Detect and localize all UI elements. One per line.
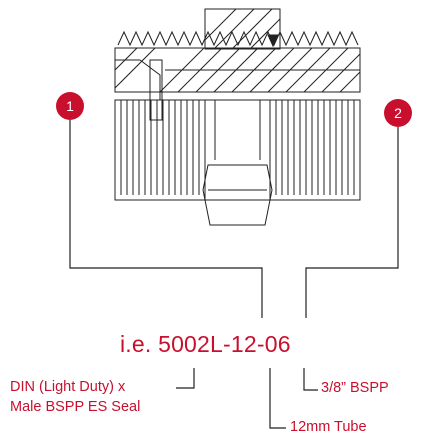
badge-2-number: 2 <box>394 105 402 121</box>
bottom-hex <box>202 164 273 226</box>
badge-1-circle <box>56 92 84 120</box>
badge-2[interactable] <box>384 99 412 127</box>
callout-tube-size: 12mm Tube <box>290 419 367 435</box>
leader-badge-1 <box>69 120 263 318</box>
top-thread-profile <box>117 30 359 47</box>
part-number-label: i.e. 5002L-12-06 <box>120 331 291 357</box>
callout-bspp-size: 3/8” BSPP <box>321 380 389 396</box>
leader-bottom-callout <box>269 368 286 429</box>
badge-2-circle <box>384 99 412 127</box>
top-boss <box>204 8 281 50</box>
badge-1[interactable] <box>56 92 84 120</box>
leader-lines <box>69 120 399 429</box>
center-spigot <box>204 99 271 201</box>
leader-badge-2 <box>305 127 399 318</box>
lower-body <box>114 99 361 201</box>
boss-hatching <box>204 8 281 50</box>
seal-groove <box>149 59 163 121</box>
callout-male-bspp-es-seal: Male BSPP ES Seal <box>10 399 141 415</box>
badge-1-number: 1 <box>66 98 74 114</box>
fitting-drawing <box>114 8 361 226</box>
leader-left-callout <box>176 368 195 389</box>
direction-marker[interactable] <box>267 34 279 48</box>
callout-din-light-duty: DIN (Light Duty) x <box>10 379 126 395</box>
lower-thread-lines <box>120 100 355 195</box>
nut-hatching <box>114 47 361 93</box>
leader-right-callout <box>303 368 318 391</box>
